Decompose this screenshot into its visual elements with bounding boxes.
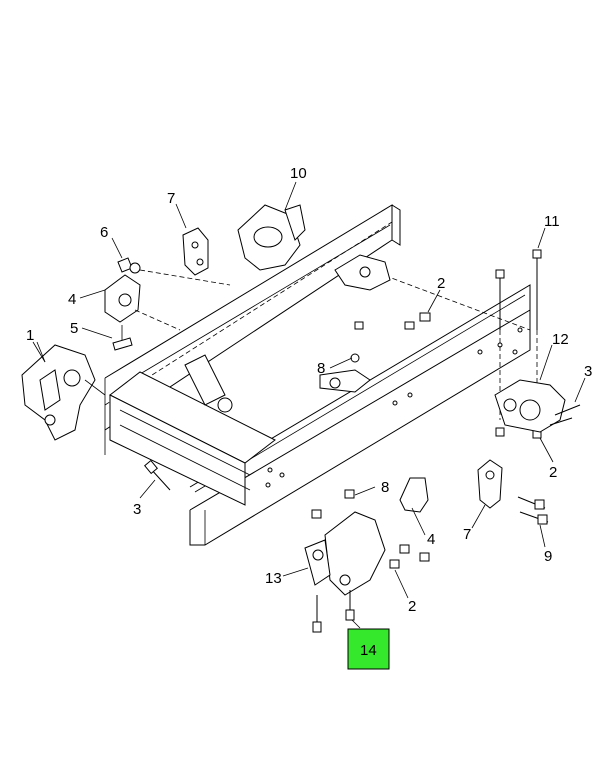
front-hanger-bracket xyxy=(21,344,106,441)
frame-rail-front xyxy=(189,269,531,546)
callout-8: 8 xyxy=(317,360,325,377)
highlighted-callout-14[interactable]: 14 xyxy=(347,628,390,670)
callout-9: 9 xyxy=(544,548,552,565)
callout-4b: 4 xyxy=(427,531,435,548)
callout-6: 6 xyxy=(100,224,108,241)
callout-labels: 1 5 4 6 7 10 11 2 8 12 3 2 3 8 4 7 9 13 … xyxy=(26,165,592,615)
callout-8b: 8 xyxy=(381,479,389,496)
callout-11: 11 xyxy=(544,213,560,230)
callout-7b: 7 xyxy=(463,526,471,543)
bolts-lower-right xyxy=(517,496,549,525)
callout-7: 7 xyxy=(167,190,175,207)
bolt-lower-left xyxy=(144,459,171,491)
rear-hanger xyxy=(494,379,581,433)
lower-hanger xyxy=(304,511,386,596)
callout-3b: 3 xyxy=(133,501,141,518)
shackle-assembly xyxy=(319,254,391,393)
rail-holes xyxy=(265,327,523,488)
callout-2: 2 xyxy=(437,275,445,292)
cross-member xyxy=(109,354,276,506)
nuts xyxy=(311,312,431,569)
spring-hanger-upper xyxy=(104,257,231,351)
spring-seat-lower xyxy=(399,477,429,513)
callout-2b: 2 xyxy=(549,464,557,481)
leader-lines xyxy=(32,181,586,629)
callout-2c: 2 xyxy=(408,598,416,615)
callout-4: 4 xyxy=(68,291,76,308)
callout-1: 1 xyxy=(26,327,34,344)
highlight-box xyxy=(347,628,390,670)
callout-10: 10 xyxy=(290,165,307,182)
bracket-lower-right xyxy=(477,459,503,509)
highlight-label: 14 xyxy=(360,642,377,659)
callout-5: 5 xyxy=(70,320,78,337)
bolts-bottom xyxy=(312,590,355,633)
callout-12: 12 xyxy=(552,331,569,348)
bracket-upper xyxy=(182,227,209,276)
callout-3: 3 xyxy=(584,363,592,380)
callout-13: 13 xyxy=(265,570,282,587)
frame-rail-rear xyxy=(104,204,401,455)
spring-hanger-bracket xyxy=(237,204,306,271)
